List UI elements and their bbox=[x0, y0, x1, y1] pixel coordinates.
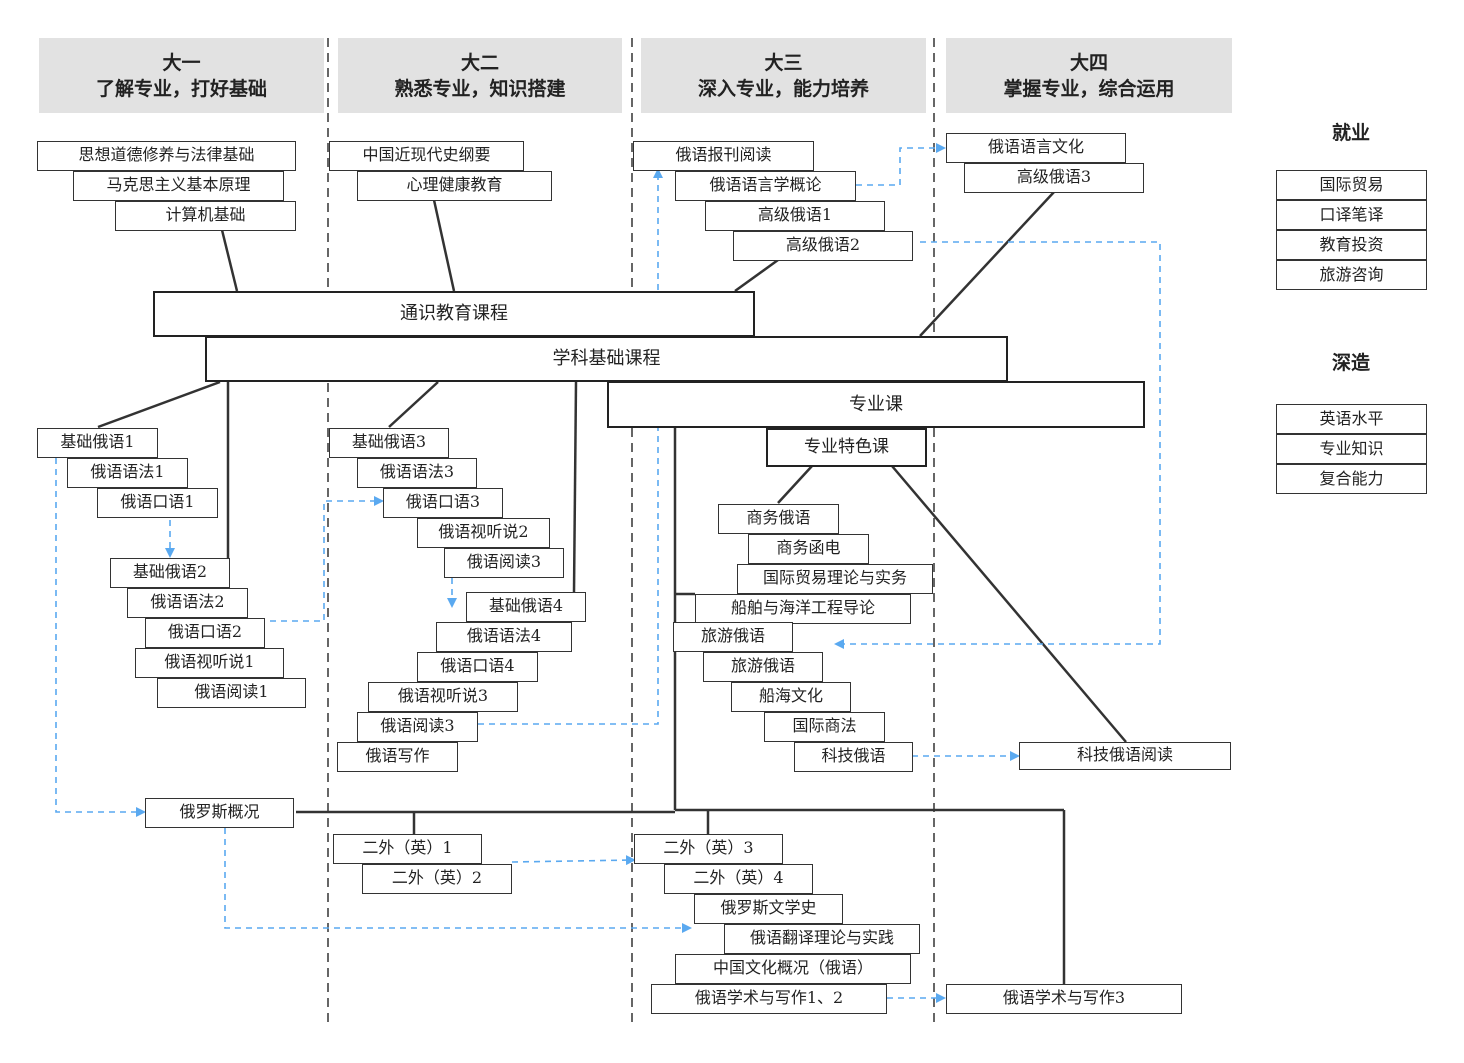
study-knowledge: 专业知识 bbox=[1276, 434, 1427, 464]
course-marxism: 马克思主义基本原理 bbox=[73, 171, 284, 201]
header-year1: 大一 了解专业，打好基础 bbox=[39, 38, 324, 113]
header-year1-title: 大一 bbox=[162, 52, 201, 74]
course-academic-writing-3: 俄语学术与写作3 bbox=[946, 984, 1182, 1014]
course-tourism-russian-a: 旅游俄语 bbox=[673, 622, 793, 652]
course-international-commercial-law: 国际商法 bbox=[764, 712, 885, 742]
course-reading-3b: 俄语阅读3 bbox=[357, 712, 478, 742]
course-writing: 俄语写作 bbox=[337, 742, 458, 772]
header-year2-subtitle: 熟悉专业，知识搭建 bbox=[394, 78, 566, 100]
course-basic-russian-4: 基础俄语4 bbox=[466, 592, 586, 622]
header-year1-subtitle: 了解专业，打好基础 bbox=[95, 78, 267, 100]
course-ideology-law: 思想道德修养与法律基础 bbox=[37, 141, 296, 171]
course-international-trade: 国际贸易理论与实务 bbox=[737, 564, 933, 594]
header-year4-subtitle: 掌握专业，综合运用 bbox=[1003, 78, 1175, 100]
course-ship-culture: 船海文化 bbox=[731, 682, 851, 712]
course-academic-writing-12: 俄语学术与写作1、2 bbox=[651, 984, 887, 1014]
employment-education: 教育投资 bbox=[1276, 230, 1427, 260]
course-ship-ocean-engineering: 船舶与海洋工程导论 bbox=[695, 594, 911, 624]
course-mental-health: 心理健康教育 bbox=[357, 171, 552, 201]
course-russia-overview: 俄罗斯概况 bbox=[145, 798, 294, 828]
course-tourism-russian-b: 旅游俄语 bbox=[703, 652, 823, 682]
header-year4-title: 大四 bbox=[1069, 52, 1108, 74]
course-business-correspondence: 商务函电 bbox=[748, 534, 869, 564]
course-reading-1: 俄语阅读1 bbox=[157, 678, 306, 708]
major-course-bar: 专业课 bbox=[607, 381, 1145, 428]
course-reading-3a: 俄语阅读3 bbox=[444, 548, 564, 578]
course-oral-4: 俄语口语4 bbox=[417, 652, 538, 682]
header-year2: 大二 熟悉专业，知识搭建 bbox=[338, 38, 622, 113]
course-chinese-culture: 中国文化概况（俄语） bbox=[675, 954, 911, 984]
course-second-english-3: 二外（英）3 bbox=[634, 834, 783, 864]
employment-tourism: 旅游咨询 bbox=[1276, 260, 1427, 290]
course-tech-russian: 科技俄语 bbox=[794, 742, 913, 772]
course-grammar-2: 俄语语法2 bbox=[127, 588, 248, 618]
course-audiovisual-2: 俄语视听说2 bbox=[417, 518, 550, 548]
course-basic-russian-1: 基础俄语1 bbox=[37, 428, 158, 458]
course-second-english-4: 二外（英）4 bbox=[664, 864, 813, 894]
course-language-culture: 俄语语言文化 bbox=[946, 133, 1126, 163]
course-oral-2: 俄语口语2 bbox=[145, 618, 265, 648]
course-grammar-1: 俄语语法1 bbox=[67, 458, 188, 488]
course-advanced-russian-3: 高级俄语3 bbox=[964, 163, 1144, 193]
course-audiovisual-3: 俄语视听说3 bbox=[368, 682, 518, 712]
course-grammar-3: 俄语语法3 bbox=[357, 458, 477, 488]
dashed-arrows bbox=[55, 143, 1161, 1003]
header-year3-subtitle: 深入专业，能力培养 bbox=[697, 78, 869, 100]
feature-course-bar: 专业特色课 bbox=[766, 428, 927, 467]
general-education-bar: 通识教育课程 bbox=[153, 291, 755, 337]
course-grammar-4: 俄语语法4 bbox=[436, 622, 572, 652]
course-oral-1: 俄语口语1 bbox=[97, 488, 218, 518]
course-russian-literature: 俄罗斯文学史 bbox=[694, 894, 843, 924]
course-computer: 计算机基础 bbox=[115, 201, 296, 231]
foundation-course-bar: 学科基础课程 bbox=[205, 336, 1008, 382]
course-linguistics: 俄语语言学概论 bbox=[675, 171, 856, 201]
course-business-russian: 商务俄语 bbox=[718, 504, 839, 534]
course-basic-russian-2: 基础俄语2 bbox=[110, 558, 230, 588]
employment-trade: 国际贸易 bbox=[1276, 170, 1427, 200]
course-tech-russian-reading: 科技俄语阅读 bbox=[1019, 742, 1231, 770]
course-second-english-1: 二外（英）1 bbox=[333, 834, 482, 864]
course-modern-history: 中国近现代史纲要 bbox=[329, 141, 524, 171]
course-newspaper-reading: 俄语报刊阅读 bbox=[633, 141, 814, 171]
header-year2-title: 大二 bbox=[460, 52, 499, 74]
course-basic-russian-3: 基础俄语3 bbox=[329, 428, 449, 458]
course-translation-theory: 俄语翻译理论与实践 bbox=[724, 924, 920, 954]
study-title: 深造 bbox=[1331, 352, 1370, 374]
header-year4: 大四 掌握专业，综合运用 bbox=[946, 38, 1232, 113]
solid-connectors bbox=[97, 191, 1127, 984]
study-ability: 复合能力 bbox=[1276, 464, 1427, 494]
course-advanced-russian-2: 高级俄语2 bbox=[733, 231, 913, 261]
course-advanced-russian-1: 高级俄语1 bbox=[705, 201, 885, 231]
course-second-english-2: 二外（英）2 bbox=[362, 864, 512, 894]
study-english: 英语水平 bbox=[1276, 404, 1427, 434]
course-oral-3: 俄语口语3 bbox=[383, 488, 503, 518]
employment-title: 就业 bbox=[1331, 122, 1370, 144]
employment-interpretation: 口译笔译 bbox=[1276, 200, 1427, 230]
header-year3-title: 大三 bbox=[764, 52, 803, 74]
course-audiovisual-1: 俄语视听说1 bbox=[135, 648, 284, 678]
header-year3: 大三 深入专业，能力培养 bbox=[641, 38, 926, 113]
